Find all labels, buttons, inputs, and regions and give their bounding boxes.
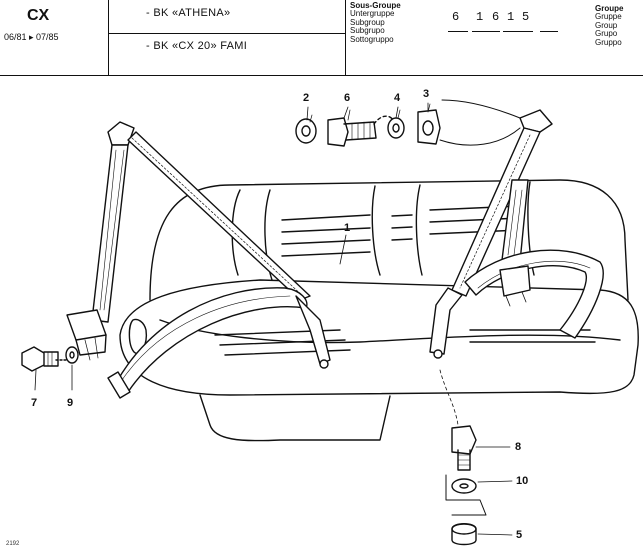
right-seat-belt-assembly [429,109,604,359]
subgroup-label: Subgroup [350,17,385,27]
production-period: 06/81 ▸ 07/85 [4,32,59,42]
header-bottom-rule [0,75,643,76]
code-underline [540,31,558,32]
model-name: CX [27,7,50,24]
callout-5: 5 [516,529,523,541]
leader-lines [34,102,513,536]
code-digit: 5 [522,10,530,24]
left-seat-belt-assembly [66,121,331,399]
exploded-view-drawing [21,99,639,546]
group-labels: Groupe Gruppe Group Grupo Gruppo [595,4,624,47]
page-reference: 2192 [6,541,20,547]
callout-8: 8 [515,441,522,453]
variant-divider [108,33,345,34]
code-digit: 1 [507,10,515,24]
callout-2: 2 [303,92,310,104]
code-digit: 6 [492,10,500,24]
callout-1: 1 [344,222,351,234]
group-label: Groupe [595,4,624,13]
rear-bench-seat [119,179,639,442]
code-underline [503,31,533,32]
variant-athena: - BK «ATHENA» [146,7,231,19]
callout-10: 10 [516,475,529,487]
header-divider [108,0,109,76]
lower-anchor-hardware [21,346,487,546]
code-digit: 6 [452,10,460,24]
code-digit: 1 [476,10,484,24]
subgroup-label: Subgrupo [350,26,385,36]
code-underline [472,31,500,32]
subgroup-label: Sous-Groupe [350,1,401,10]
header-divider [345,0,346,76]
variant-cx20-fami: - BK «CX 20» FAMI [146,40,248,52]
subgroup-labels: Sous-Groupe Untergruppe Subgroup Subgrup… [350,1,401,44]
callout-4: 4 [394,92,401,104]
document-header: CX 06/81 ▸ 07/85 - BK «ATHENA» - BK «CX … [0,0,643,76]
subgroup-label: Untergruppe [350,9,395,19]
group-label: Grupo [595,29,618,39]
callout-7: 7 [31,397,38,409]
subgroup-label: Sottogruppo [350,34,394,44]
group-label: Gruppo [595,37,622,47]
callout-3: 3 [423,88,430,100]
group-label: Group [595,20,618,30]
code-underline [448,31,468,32]
callout-9: 9 [67,397,74,409]
callout-6: 6 [344,92,351,104]
upper-anchor-hardware [295,99,521,147]
group-label: Gruppe [595,12,622,22]
